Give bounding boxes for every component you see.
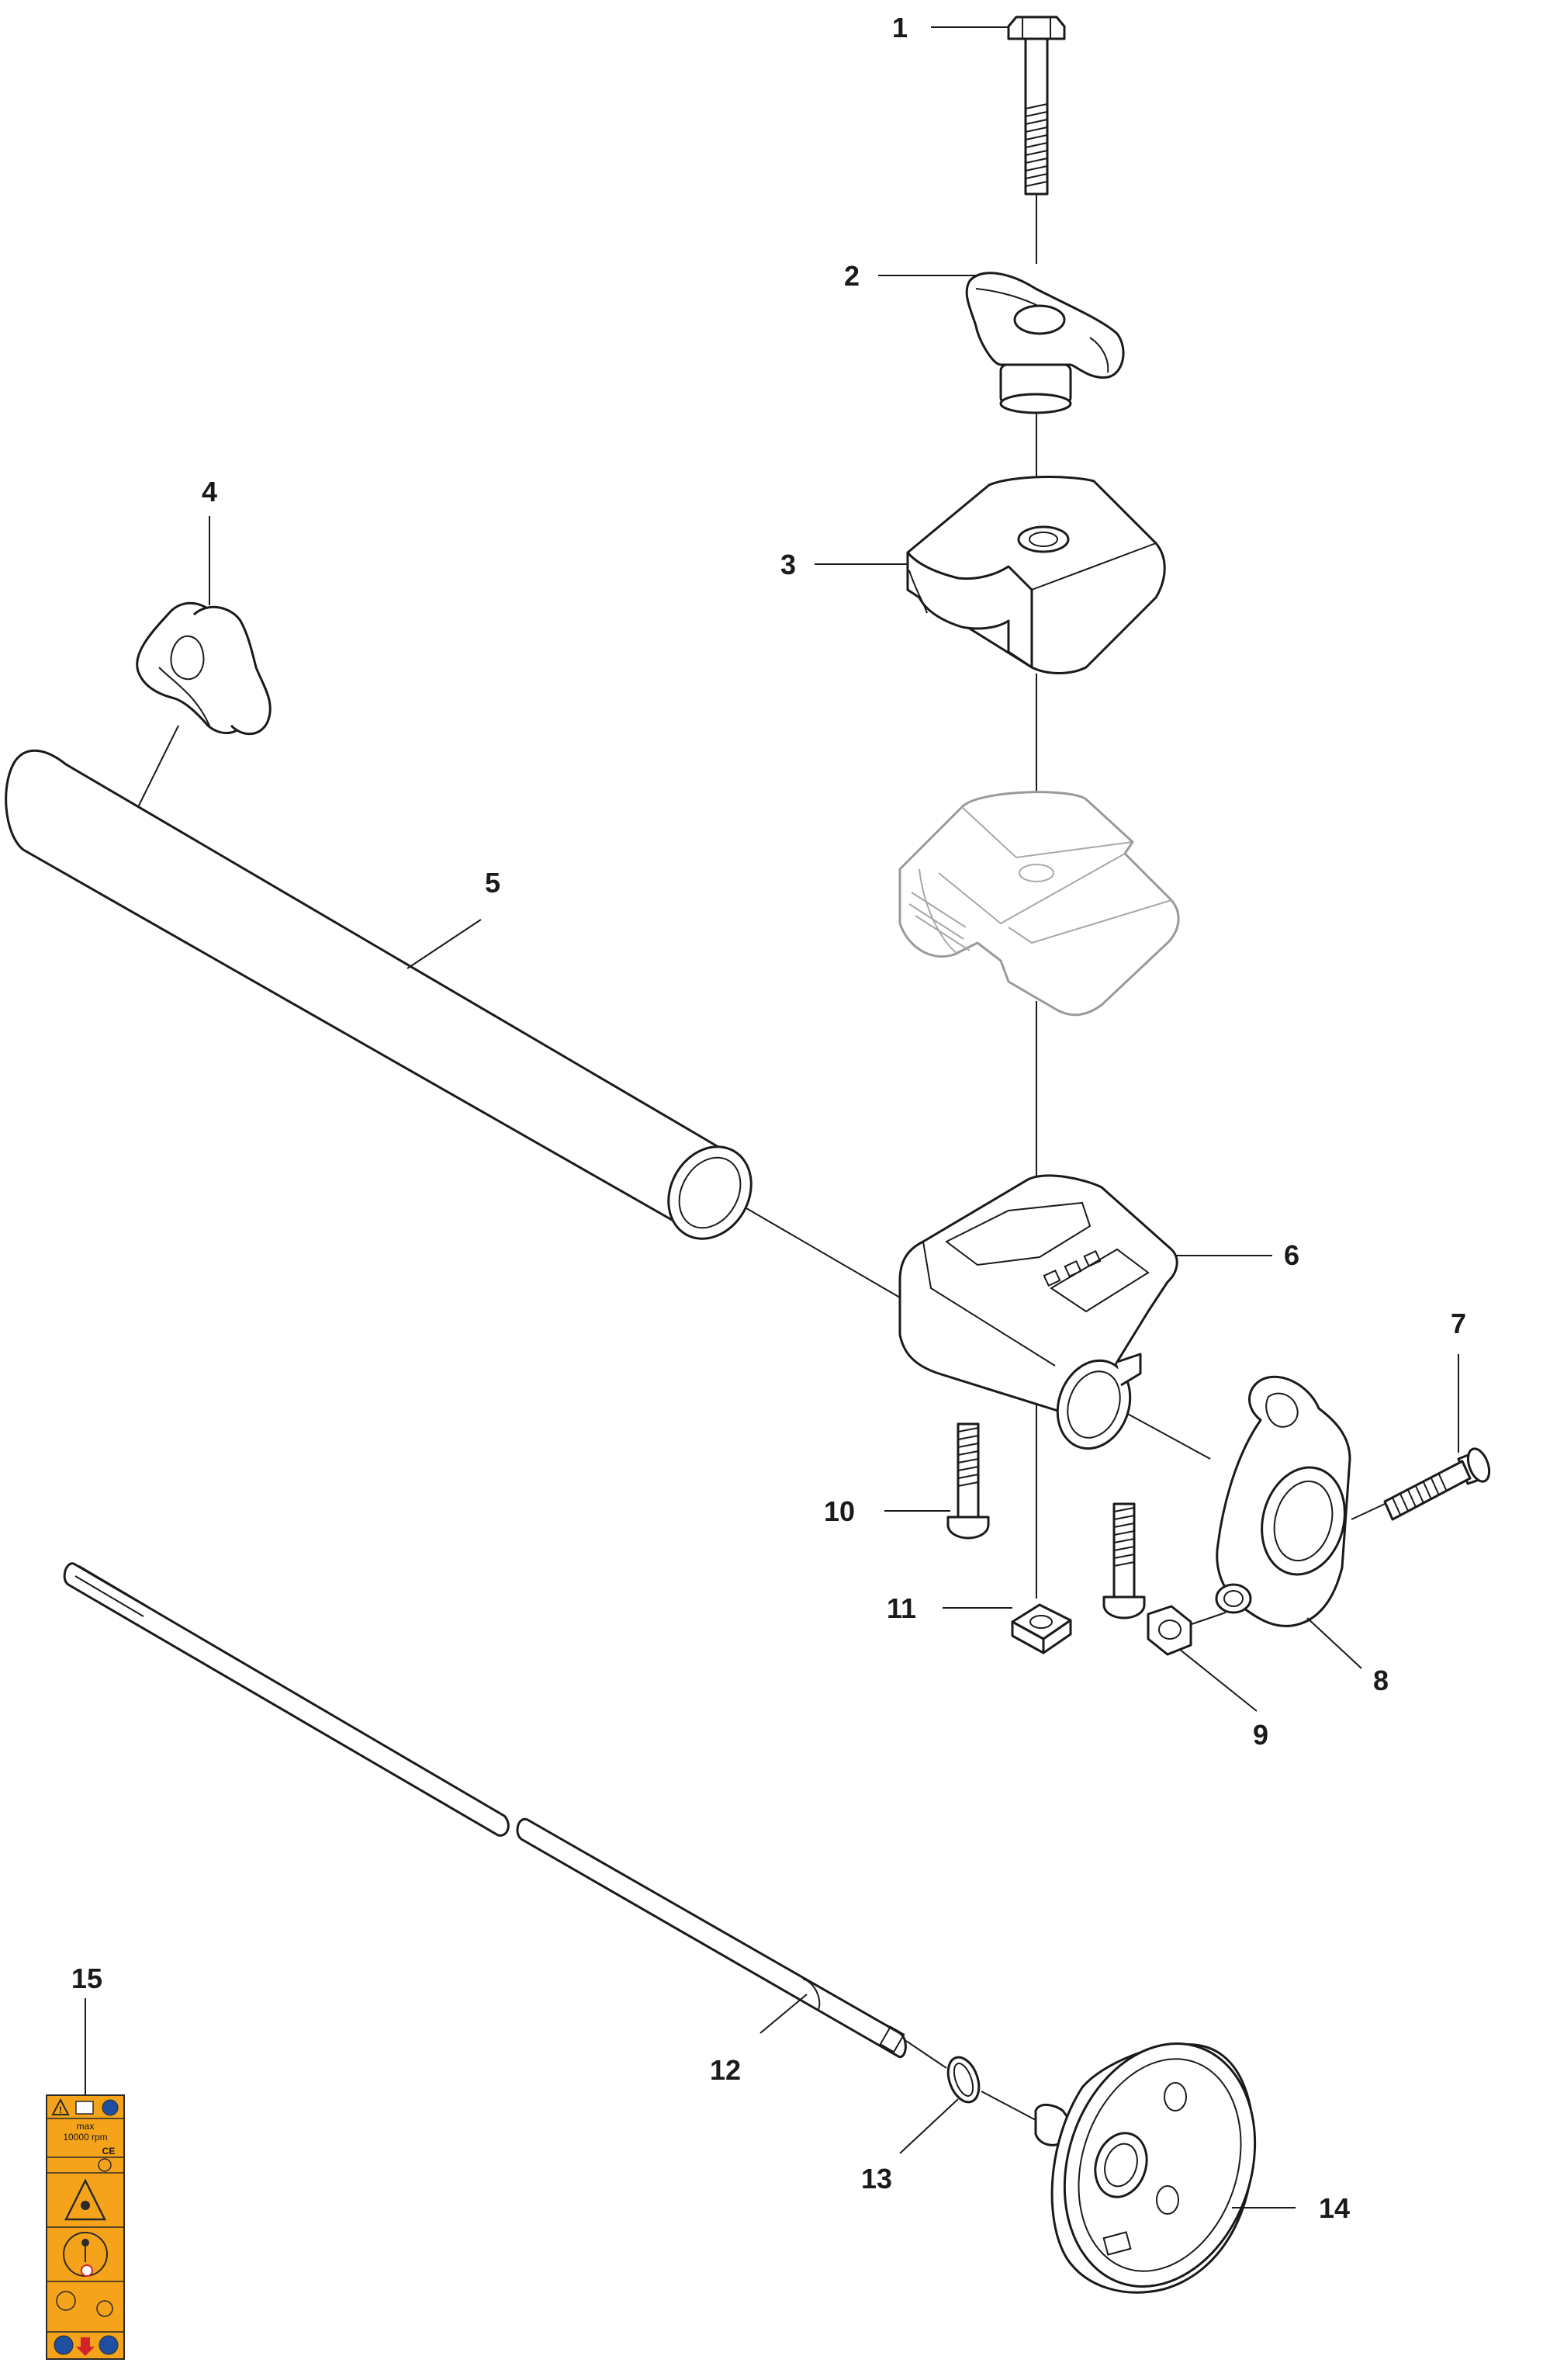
- circlip-part-13: [946, 2056, 981, 2104]
- square-nut-part-11: [1011, 1603, 1072, 1654]
- clamp-top-part-3: [906, 476, 1166, 674]
- certification-icon: [98, 2158, 112, 2172]
- eye-protection-icon: [99, 2335, 119, 2355]
- callout-6: 6: [1284, 1239, 1299, 1271]
- callout-numbers: 1 2 3 4 5 6 7 8 9 10 11 12 13 14 15: [71, 12, 1466, 2224]
- bolt-part-1: [1007, 16, 1066, 196]
- warning-label-part-15: ! max 10000 rpm CE: [46, 2094, 125, 2360]
- callout-10: 10: [824, 1495, 855, 1527]
- clutch-drum-part-14: [1034, 2042, 1257, 2294]
- callout-14: 14: [1319, 2192, 1350, 2224]
- callout-2: 2: [844, 260, 860, 292]
- callout-11: 11: [887, 1592, 916, 1624]
- callout-1: 1: [892, 12, 908, 43]
- callout-12: 12: [710, 2054, 741, 2086]
- max-text: max: [77, 2121, 95, 2132]
- callout-8: 8: [1373, 1665, 1389, 1696]
- thrown-objects-warning-icon: [64, 2178, 107, 2221]
- callout-5: 5: [485, 867, 500, 899]
- callout-9: 9: [1253, 1719, 1268, 1751]
- rpm-text: 10000 rpm: [63, 2132, 107, 2143]
- blade-hazard-icon: [56, 2291, 76, 2311]
- callout-4: 4: [202, 476, 217, 508]
- screw-part-7: [1383, 1447, 1491, 1521]
- svg-text:!: !: [59, 2105, 62, 2115]
- tube-part-5: [5, 749, 753, 1240]
- warning-triangle-icon: [51, 2098, 70, 2115]
- ear-protection-icon: [54, 2335, 74, 2355]
- assembly-lines: [137, 194, 1386, 2121]
- ce-mark: CE: [102, 2146, 116, 2157]
- screw-part-10: [946, 1422, 1146, 1620]
- callout-3: 3: [780, 549, 796, 580]
- prohibition-icon: [81, 2264, 93, 2277]
- clamp-body-part-6: [898, 1174, 1178, 1450]
- leader-lines: [85, 26, 1459, 2209]
- housing-part-8: [1215, 1375, 1351, 1627]
- down-arrow-icon: [76, 2337, 95, 2356]
- callout-13: 13: [861, 2163, 892, 2195]
- grip-clip-part-4: [136, 601, 272, 736]
- drive-shaft-part-12: [63, 1562, 907, 2058]
- clamp-insert-ghost: [898, 791, 1180, 1017]
- manual-book-icon: [75, 2101, 94, 2115]
- helmet-icon: [102, 2099, 119, 2116]
- wing-knob-part-2: [965, 272, 1125, 414]
- callout-15: 15: [71, 1963, 102, 1994]
- callout-7: 7: [1451, 1308, 1466, 1339]
- nut-part-9: [1147, 1605, 1192, 1656]
